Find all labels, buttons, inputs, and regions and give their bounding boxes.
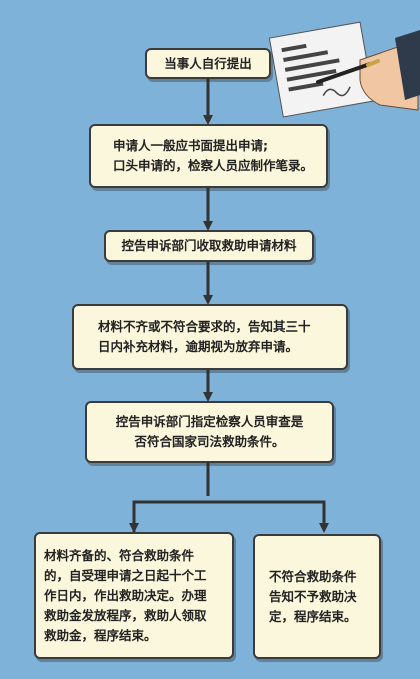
- branch-approve-aid: 材料齐备的、符合救助条件 的，自受理申请之日起十个工 作日内，作出救助决定。办理…: [34, 532, 234, 659]
- step-collect-materials-text: 控告申诉部门收取救助申请材料: [121, 238, 297, 253]
- step-submit-application: 当事人自行提出: [145, 48, 271, 79]
- step-supplement-materials-text: 材料不齐或不符合要求的，告知其三十 日内补充材料，逾期视为放弃申请。: [98, 319, 311, 354]
- branch-connector: [132, 500, 326, 532]
- step-collect-materials: 控告申诉部门收取救助申请材料: [104, 230, 314, 262]
- hand-signing-document-icon: [268, 21, 420, 118]
- branch-approve-aid-text: 材料齐备的、符合救助条件 的，自受理申请之日起十个工 作日内，作出救助决定。办理…: [44, 547, 207, 643]
- branch-deny-aid: 不符合救助条件 告知不予救助决 定，程序结束。: [253, 534, 381, 659]
- step-written-application-text: 申请人一般应书面提出申请; 口头申请的，检察人员应制作笔录。: [113, 138, 314, 173]
- step-review-eligibility: 控告申诉部门指定检察人员审查是 否符合国家司法救助条件。: [85, 401, 334, 463]
- step-supplement-materials: 材料不齐或不符合要求的，告知其三十 日内补充材料，逾期视为放弃申请。: [72, 304, 348, 370]
- step-submit-application-text: 当事人自行提出: [164, 55, 252, 71]
- step-written-application: 申请人一般应书面提出申请; 口头申请的，检察人员应制作笔录。: [89, 124, 328, 188]
- branch-deny-aid-text: 不符合救助条件 告知不予救助决 定，程序结束。: [269, 568, 357, 624]
- step-review-eligibility-text: 控告申诉部门指定检察人员审查是 否符合国家司法救助条件。: [115, 414, 304, 449]
